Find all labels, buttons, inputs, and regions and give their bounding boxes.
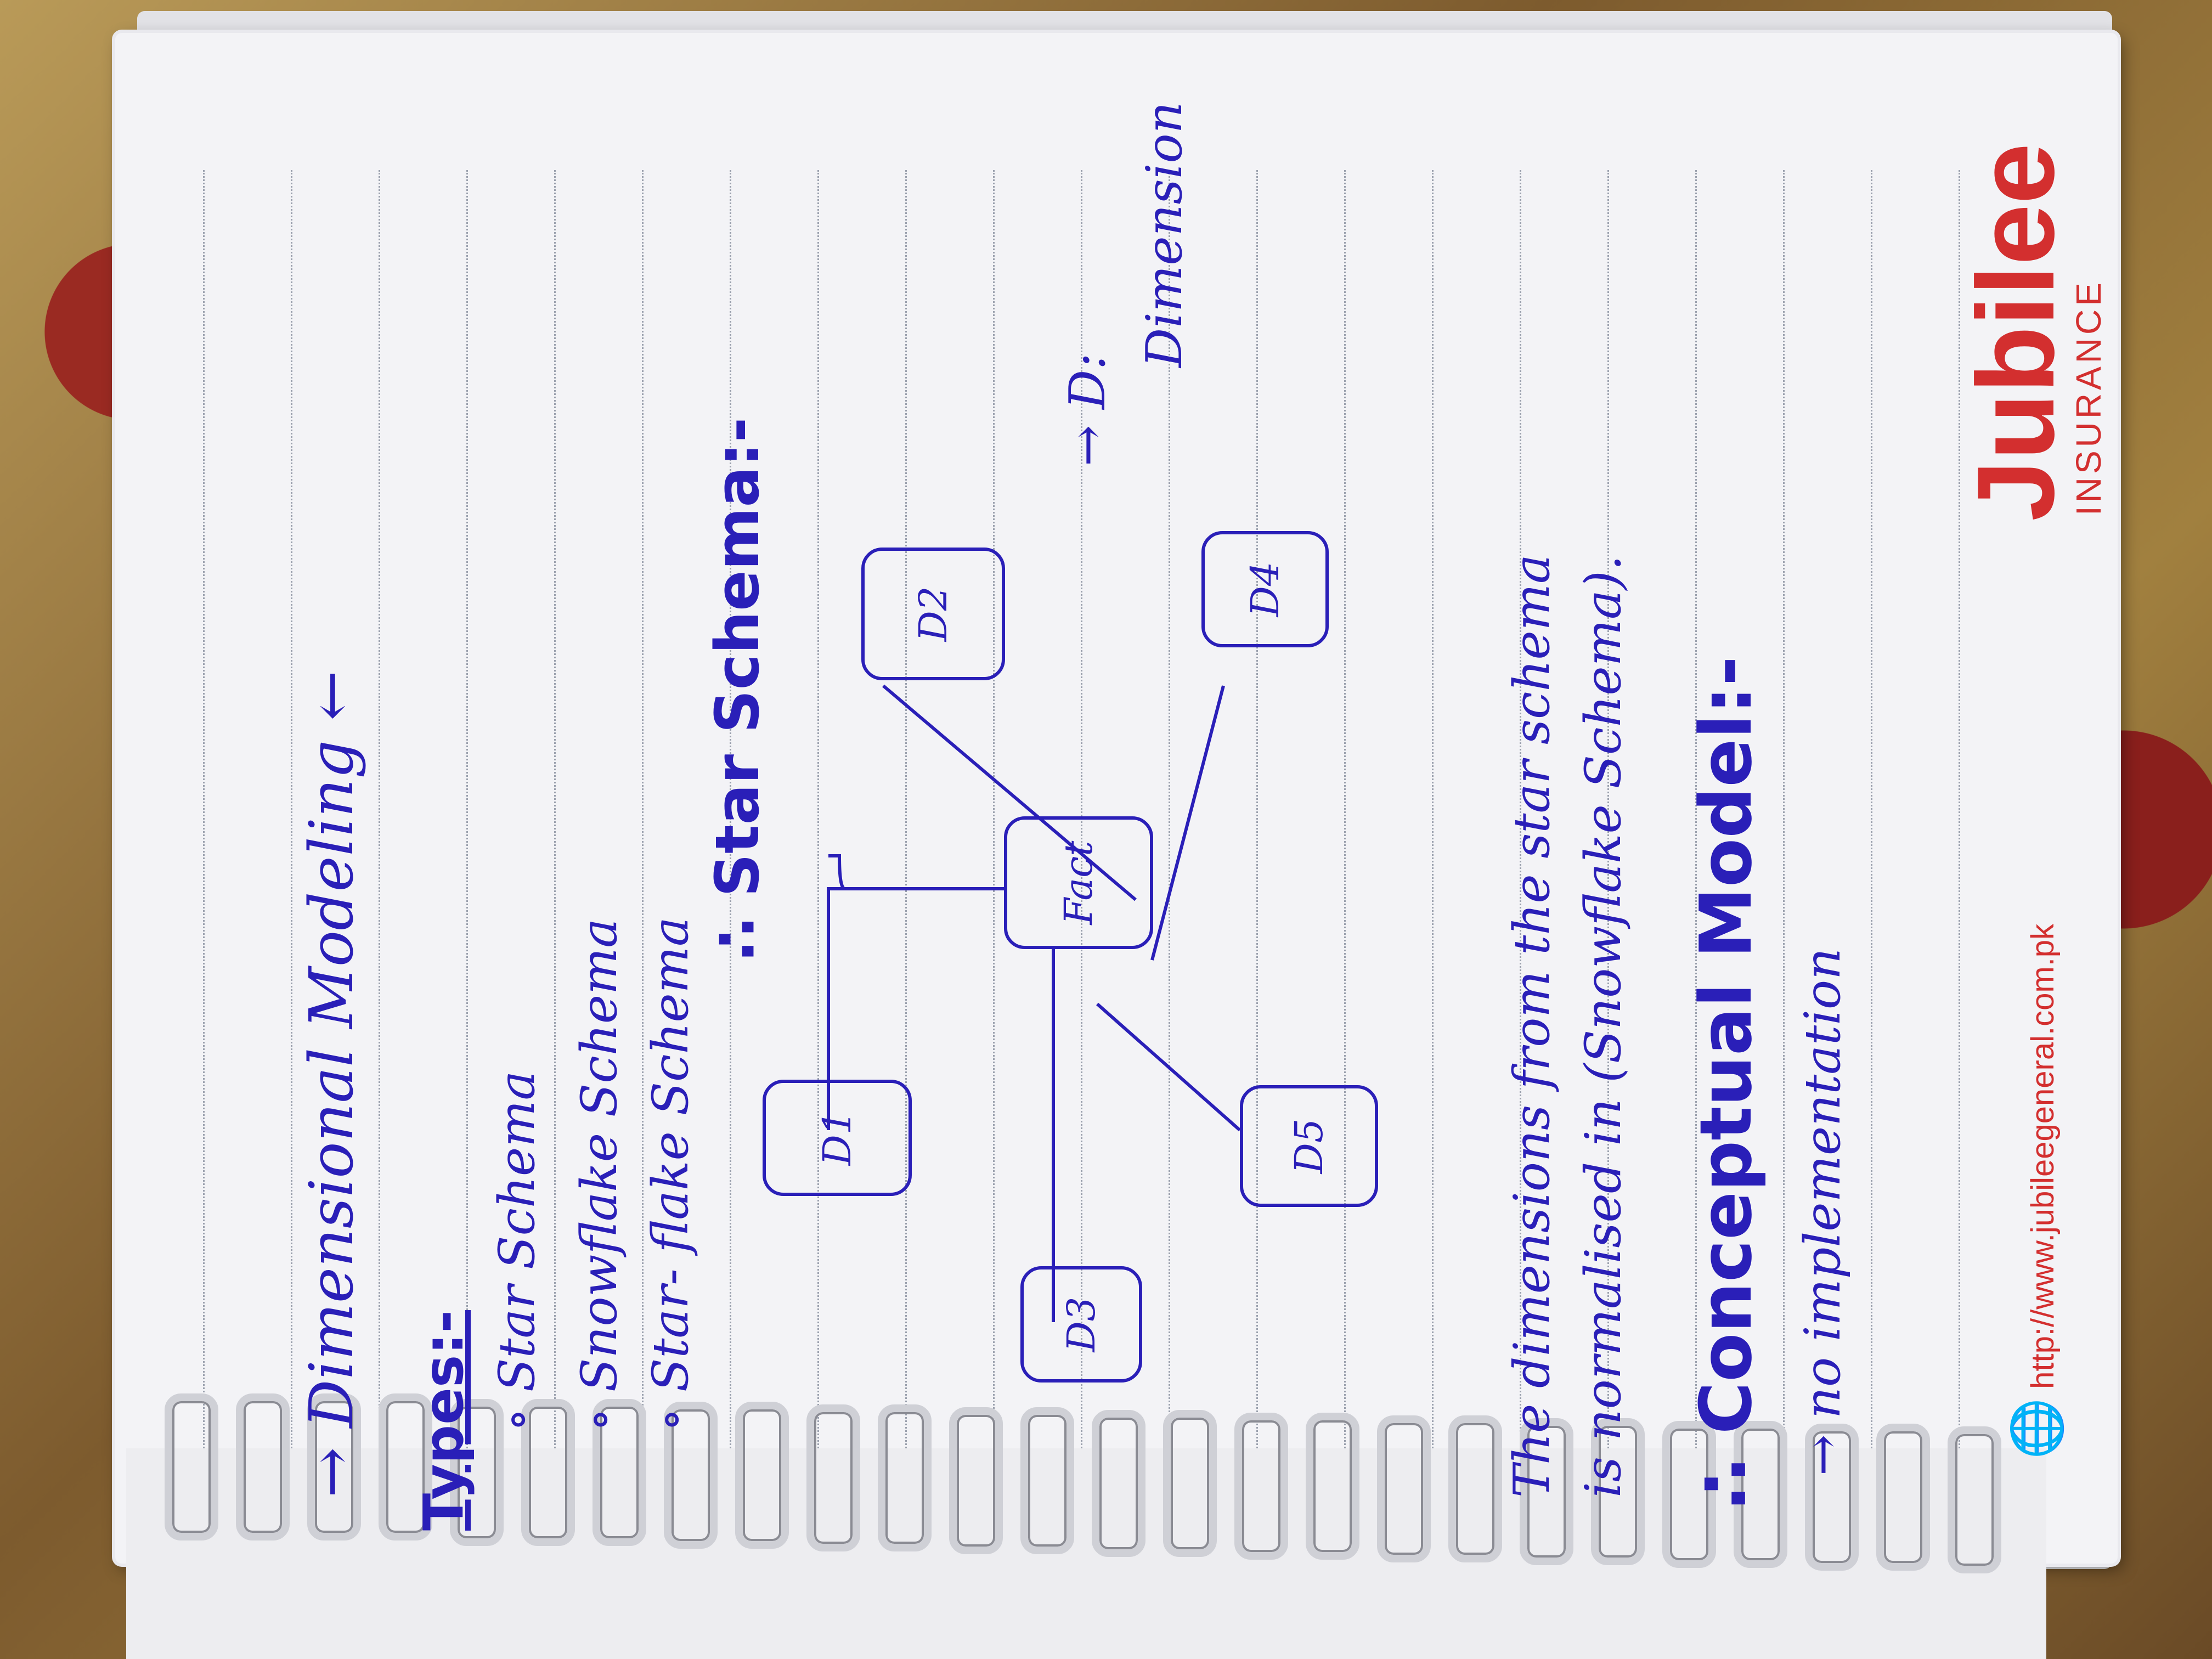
connector-line bbox=[827, 887, 1004, 1130]
ruled-line bbox=[1695, 170, 1697, 1564]
ruled-line bbox=[1607, 170, 1609, 1564]
spiral-coil bbox=[236, 1393, 290, 1541]
spiral-coil bbox=[1092, 1410, 1146, 1557]
ruled-line bbox=[1344, 170, 1346, 1564]
connector-line bbox=[1096, 1002, 1241, 1132]
ruled-line bbox=[466, 170, 468, 1564]
spiral-coil bbox=[1520, 1418, 1573, 1565]
spiral-coil bbox=[1805, 1424, 1859, 1571]
ruled-line bbox=[203, 170, 205, 1564]
ruled-line bbox=[642, 170, 644, 1564]
ruled-line bbox=[905, 170, 907, 1564]
spiral-coil bbox=[165, 1393, 218, 1541]
spiral-coil bbox=[878, 1404, 932, 1551]
spiral-coil bbox=[1306, 1413, 1359, 1560]
connector-line bbox=[1150, 685, 1225, 961]
dimension-box-d5: D5 bbox=[1240, 1085, 1378, 1207]
ruled-line bbox=[1081, 170, 1082, 1564]
spiral-coil bbox=[1876, 1424, 1930, 1571]
brand-logo: Jubilee bbox=[1955, 143, 2077, 521]
spiral-coil bbox=[1163, 1410, 1217, 1557]
dimension-box-d2: D2 bbox=[861, 548, 1005, 680]
spiral-coil bbox=[450, 1399, 504, 1546]
spiral-coil bbox=[592, 1399, 646, 1546]
connector-line bbox=[882, 684, 1137, 901]
spiral-coil bbox=[379, 1393, 432, 1541]
spiral-coil bbox=[664, 1402, 718, 1549]
spiral-coil bbox=[521, 1399, 575, 1546]
spiral-coil bbox=[307, 1393, 361, 1541]
spiral-coil bbox=[806, 1404, 860, 1551]
conceptual-heading: ∴ Conceptual Model:- bbox=[1684, 656, 1768, 1509]
ruled-line bbox=[291, 170, 292, 1564]
dimension-box-d1: D1 bbox=[763, 1080, 912, 1196]
ruled-line bbox=[730, 170, 731, 1564]
ruled-line bbox=[1783, 170, 1785, 1564]
ruled-line bbox=[993, 170, 995, 1564]
spiral-coil bbox=[1734, 1421, 1787, 1568]
ruled-line bbox=[817, 170, 819, 1564]
paragraph-line-2: is normalised in (Snowflake Schema). bbox=[1575, 555, 1632, 1498]
brand-url-text: http://www.jubileegeneral.com.pk bbox=[2025, 923, 2061, 1389]
spiral-coil bbox=[1234, 1413, 1288, 1560]
spiral-coil bbox=[1948, 1426, 2001, 1573]
star-schema-diagram bbox=[827, 684, 1241, 1322]
spiral-coil bbox=[1591, 1418, 1645, 1565]
conceptual-point: → no implementation bbox=[1794, 947, 1852, 1476]
side-note: → D: bbox=[1059, 353, 1116, 467]
spiral-coil bbox=[1448, 1415, 1502, 1562]
ruled-line bbox=[1432, 170, 1434, 1564]
notes-layer: → Dimensional Modeling ← Types:- ∘ Star … bbox=[115, 33, 2118, 1564]
fact-box: Fact bbox=[1004, 816, 1153, 949]
side-note-2: Dimension bbox=[1136, 101, 1193, 368]
brand-subtitle: INSURANCE bbox=[2069, 279, 2108, 516]
globe-icon: 🌐 bbox=[2010, 1397, 2064, 1459]
spiral-binding bbox=[154, 1361, 2074, 1591]
left-page-edge bbox=[126, 1448, 2046, 1659]
ruled-line bbox=[1871, 170, 1872, 1564]
ruled-line bbox=[1520, 170, 1521, 1564]
dimension-box-d4: D4 bbox=[1201, 531, 1329, 647]
spiral-coil bbox=[949, 1407, 1003, 1554]
ruled-line bbox=[1959, 170, 1960, 1564]
paragraph-line-1: The dimensions from the star schema bbox=[1503, 554, 1561, 1498]
spiral-coil bbox=[1662, 1421, 1716, 1568]
connector-line bbox=[828, 854, 845, 890]
spiral-coil bbox=[1377, 1415, 1431, 1562]
ruled-line bbox=[554, 170, 556, 1564]
spiral-coil bbox=[1020, 1407, 1074, 1554]
ruled-line bbox=[1256, 170, 1258, 1564]
ruled-line bbox=[1169, 170, 1170, 1564]
spiral-coil bbox=[735, 1402, 789, 1549]
notebook-page bbox=[115, 33, 2118, 1564]
dimension-box-d3: D3 bbox=[1020, 1266, 1142, 1383]
brand-url: 🌐 http://www.jubileegeneral.com.pk bbox=[2008, 924, 2066, 1459]
ruled-line bbox=[379, 170, 380, 1564]
